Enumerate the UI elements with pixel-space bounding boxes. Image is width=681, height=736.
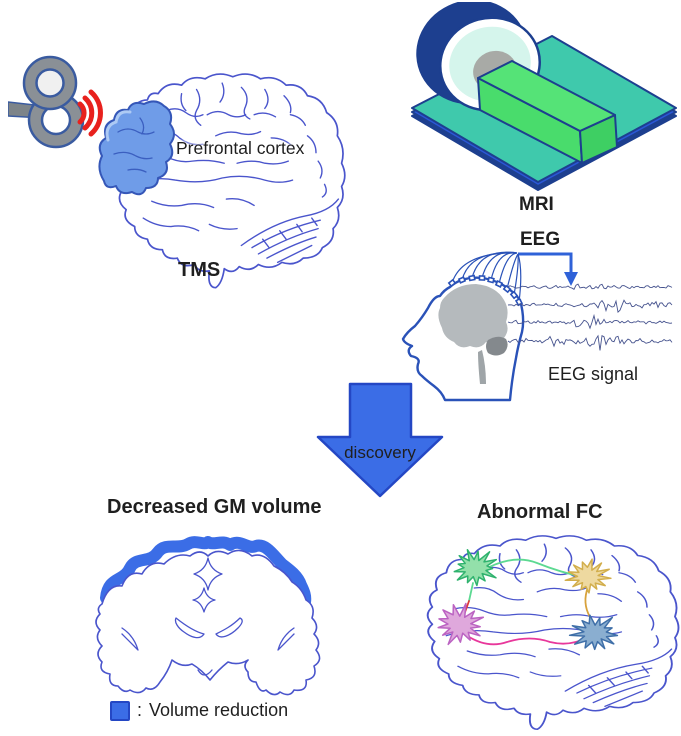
fc-hyperactivity-nodes <box>437 548 619 651</box>
eeg-arrow <box>518 252 578 286</box>
tms-label: TMS <box>178 259 221 281</box>
eeg-signal-label: EEG signal <box>548 364 639 384</box>
cerebellum-silhouette <box>486 336 508 356</box>
brain-silhouette <box>438 284 508 348</box>
discovery-arrow <box>316 382 444 498</box>
discovery-label: discovery <box>344 443 416 462</box>
mri-bed <box>477 60 618 164</box>
tms-pulse-waves-icon <box>77 89 103 137</box>
eeg-head-illustration <box>401 251 525 402</box>
eeg-electrodes <box>447 274 524 307</box>
tms-coil-icon <box>8 55 103 149</box>
prefrontal-cortex-region <box>98 100 175 196</box>
starburst-node <box>564 558 612 594</box>
prefrontal-cortex-label: Prefrontal cortex <box>176 138 305 158</box>
legend-separator: : <box>137 700 143 720</box>
brainstem-silhouette <box>478 350 486 384</box>
eeg-signal-traces <box>507 283 673 351</box>
eeg-label: EEG <box>520 229 561 250</box>
fc-brain-illustration <box>426 534 680 731</box>
legend: : Volume reduction <box>110 700 288 721</box>
starburst-node <box>568 614 619 651</box>
ventricles <box>121 557 295 676</box>
volume-reduction-swatch <box>110 700 130 721</box>
eeg-cap-wires <box>451 251 522 303</box>
volume-reduction-label: Volume reduction <box>149 700 289 720</box>
fc-title: Abnormal FC <box>477 501 603 523</box>
gm-title: Decreased GM volume <box>107 496 322 518</box>
mri-label: MRI <box>519 194 554 215</box>
tms-brain-illustration <box>98 73 346 289</box>
starburst-node <box>437 602 485 646</box>
mri-scanner-icon <box>411 2 677 191</box>
coronal-slice-illustration <box>95 536 321 696</box>
starburst-node <box>453 548 498 587</box>
